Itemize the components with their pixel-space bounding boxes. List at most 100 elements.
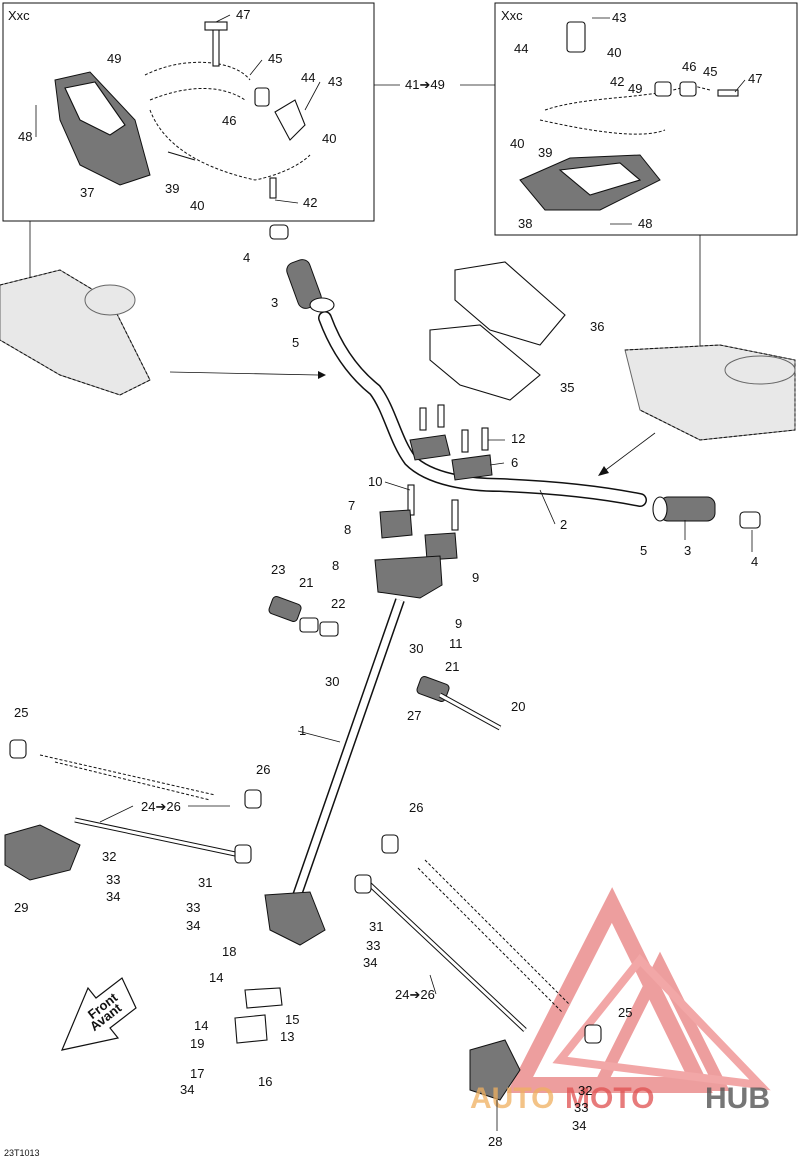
knuckles-and-ends xyxy=(4,739,602,1101)
callout-label: 9 xyxy=(472,570,479,585)
callout-label: 33 xyxy=(106,872,120,887)
callout-label: 25 xyxy=(618,1005,632,1020)
watermark-text-auto: AUTO xyxy=(470,1082,554,1115)
callout-label: 40 xyxy=(190,198,204,213)
callout-label: 33 xyxy=(366,938,380,953)
left-box-title: Xxc xyxy=(8,8,30,23)
callout-label: 8 xyxy=(332,558,339,573)
callout-label: 19 xyxy=(190,1036,204,1051)
callout-label: 48 xyxy=(638,216,652,231)
callout-label: 10 xyxy=(368,474,382,489)
callout-label: 26 xyxy=(256,762,270,777)
callout-label: 14 xyxy=(209,970,223,985)
callout-label: 47 xyxy=(748,71,762,86)
left-arrow-line xyxy=(169,371,319,376)
callout-label: 13 xyxy=(280,1029,294,1044)
right-handguard-assembly xyxy=(519,21,739,211)
callout-label: 4 xyxy=(243,250,250,265)
handlebar-pads xyxy=(429,261,566,401)
callout-label: 48 xyxy=(18,129,32,144)
callout-label: 30 xyxy=(409,641,423,656)
callout-label: 34 xyxy=(180,1082,194,1097)
callout-label: 39 xyxy=(538,145,552,160)
callout-label: 36 xyxy=(590,319,604,334)
callout-label: 33 xyxy=(186,900,200,915)
callout-label: 40 xyxy=(607,45,621,60)
front-direction-arrow: Front Avant xyxy=(61,977,137,1051)
watermark-logo xyxy=(506,887,771,1093)
callout-label: 34 xyxy=(363,955,377,970)
callout-label: 40 xyxy=(510,136,524,151)
watermark-text-moto: MOTO xyxy=(565,1082,654,1115)
callout-label: 1 xyxy=(299,723,306,738)
callout-label: 24➔26 xyxy=(395,987,435,1002)
callout-label: 16 xyxy=(258,1074,272,1089)
callout-label: 21 xyxy=(299,575,313,590)
callout-label: 4 xyxy=(751,554,758,569)
callout-label: 37 xyxy=(80,185,94,200)
left-arrow-head xyxy=(318,371,326,379)
tie-rods xyxy=(39,754,571,1032)
callout-label: 44 xyxy=(301,70,315,85)
steering-column xyxy=(234,555,443,1044)
left-handguard-assembly xyxy=(54,21,311,199)
callout-label: 3 xyxy=(684,543,691,558)
callout-label: 14 xyxy=(194,1018,208,1033)
callout-label: 11 xyxy=(449,636,463,651)
callout-label: 32 xyxy=(578,1083,592,1098)
left-phantom-handguard xyxy=(0,269,151,396)
callout-label: 34 xyxy=(106,889,120,904)
callout-label: 18 xyxy=(222,944,236,959)
callout-label: 49 xyxy=(107,51,121,66)
callout-label: 35 xyxy=(560,380,574,395)
right-arrow-head xyxy=(598,466,609,476)
callout-label: 49 xyxy=(628,81,642,96)
callout-label: 21 xyxy=(445,659,459,674)
watermark-text-hub: HUB xyxy=(705,1082,770,1115)
callout-label: 2 xyxy=(560,517,567,532)
grip-right xyxy=(652,496,761,529)
callout-label: 5 xyxy=(640,543,647,558)
callout-label: 6 xyxy=(511,455,518,470)
callout-label: 30 xyxy=(325,674,339,689)
callout-label: 24➔26 xyxy=(141,799,181,814)
callout-label: 15 xyxy=(285,1012,299,1027)
callout-label: 28 xyxy=(488,1134,502,1149)
callout-labels: 47 49 45 44 43 48 46 40 37 39 40 42 43 4… xyxy=(14,7,762,1149)
callout-label: 20 xyxy=(511,699,525,714)
left-inset-box xyxy=(2,2,375,222)
callout-label: 3 xyxy=(271,295,278,310)
callout-label: 46 xyxy=(222,113,236,128)
callout-label: 31 xyxy=(369,919,383,934)
callout-label: 38 xyxy=(518,216,532,231)
grip-left xyxy=(269,224,335,313)
callout-label: 25 xyxy=(14,705,28,720)
callout-label: 31 xyxy=(198,875,212,890)
callout-label: 42 xyxy=(610,74,624,89)
callout-label: 39 xyxy=(165,181,179,196)
right-inset-box xyxy=(494,2,798,236)
handlebar xyxy=(318,311,647,507)
callout-label: 40 xyxy=(322,131,336,146)
callout-label: 12 xyxy=(511,431,525,446)
drawing-code: 23T1013 xyxy=(4,1148,40,1158)
callout-label: 22 xyxy=(331,596,345,611)
misc-bushings xyxy=(268,596,502,731)
callout-label: 44 xyxy=(514,41,528,56)
clamps-and-bolts xyxy=(379,404,493,561)
callout-label: 8 xyxy=(344,522,351,537)
callout-label: 29 xyxy=(14,900,28,915)
range-label: 41➔49 xyxy=(405,77,445,92)
callout-label: 47 xyxy=(236,7,250,22)
callout-label: 33 xyxy=(574,1100,588,1115)
callout-label: 32 xyxy=(102,849,116,864)
callout-label: 27 xyxy=(407,708,421,723)
callout-label: 34 xyxy=(186,918,200,933)
callout-label: 43 xyxy=(328,74,342,89)
callout-label: 45 xyxy=(703,64,717,79)
leader-lines xyxy=(35,14,753,1131)
callout-label: 9 xyxy=(455,616,462,631)
right-phantom-handguard xyxy=(624,344,796,441)
callout-label: 46 xyxy=(682,59,696,74)
